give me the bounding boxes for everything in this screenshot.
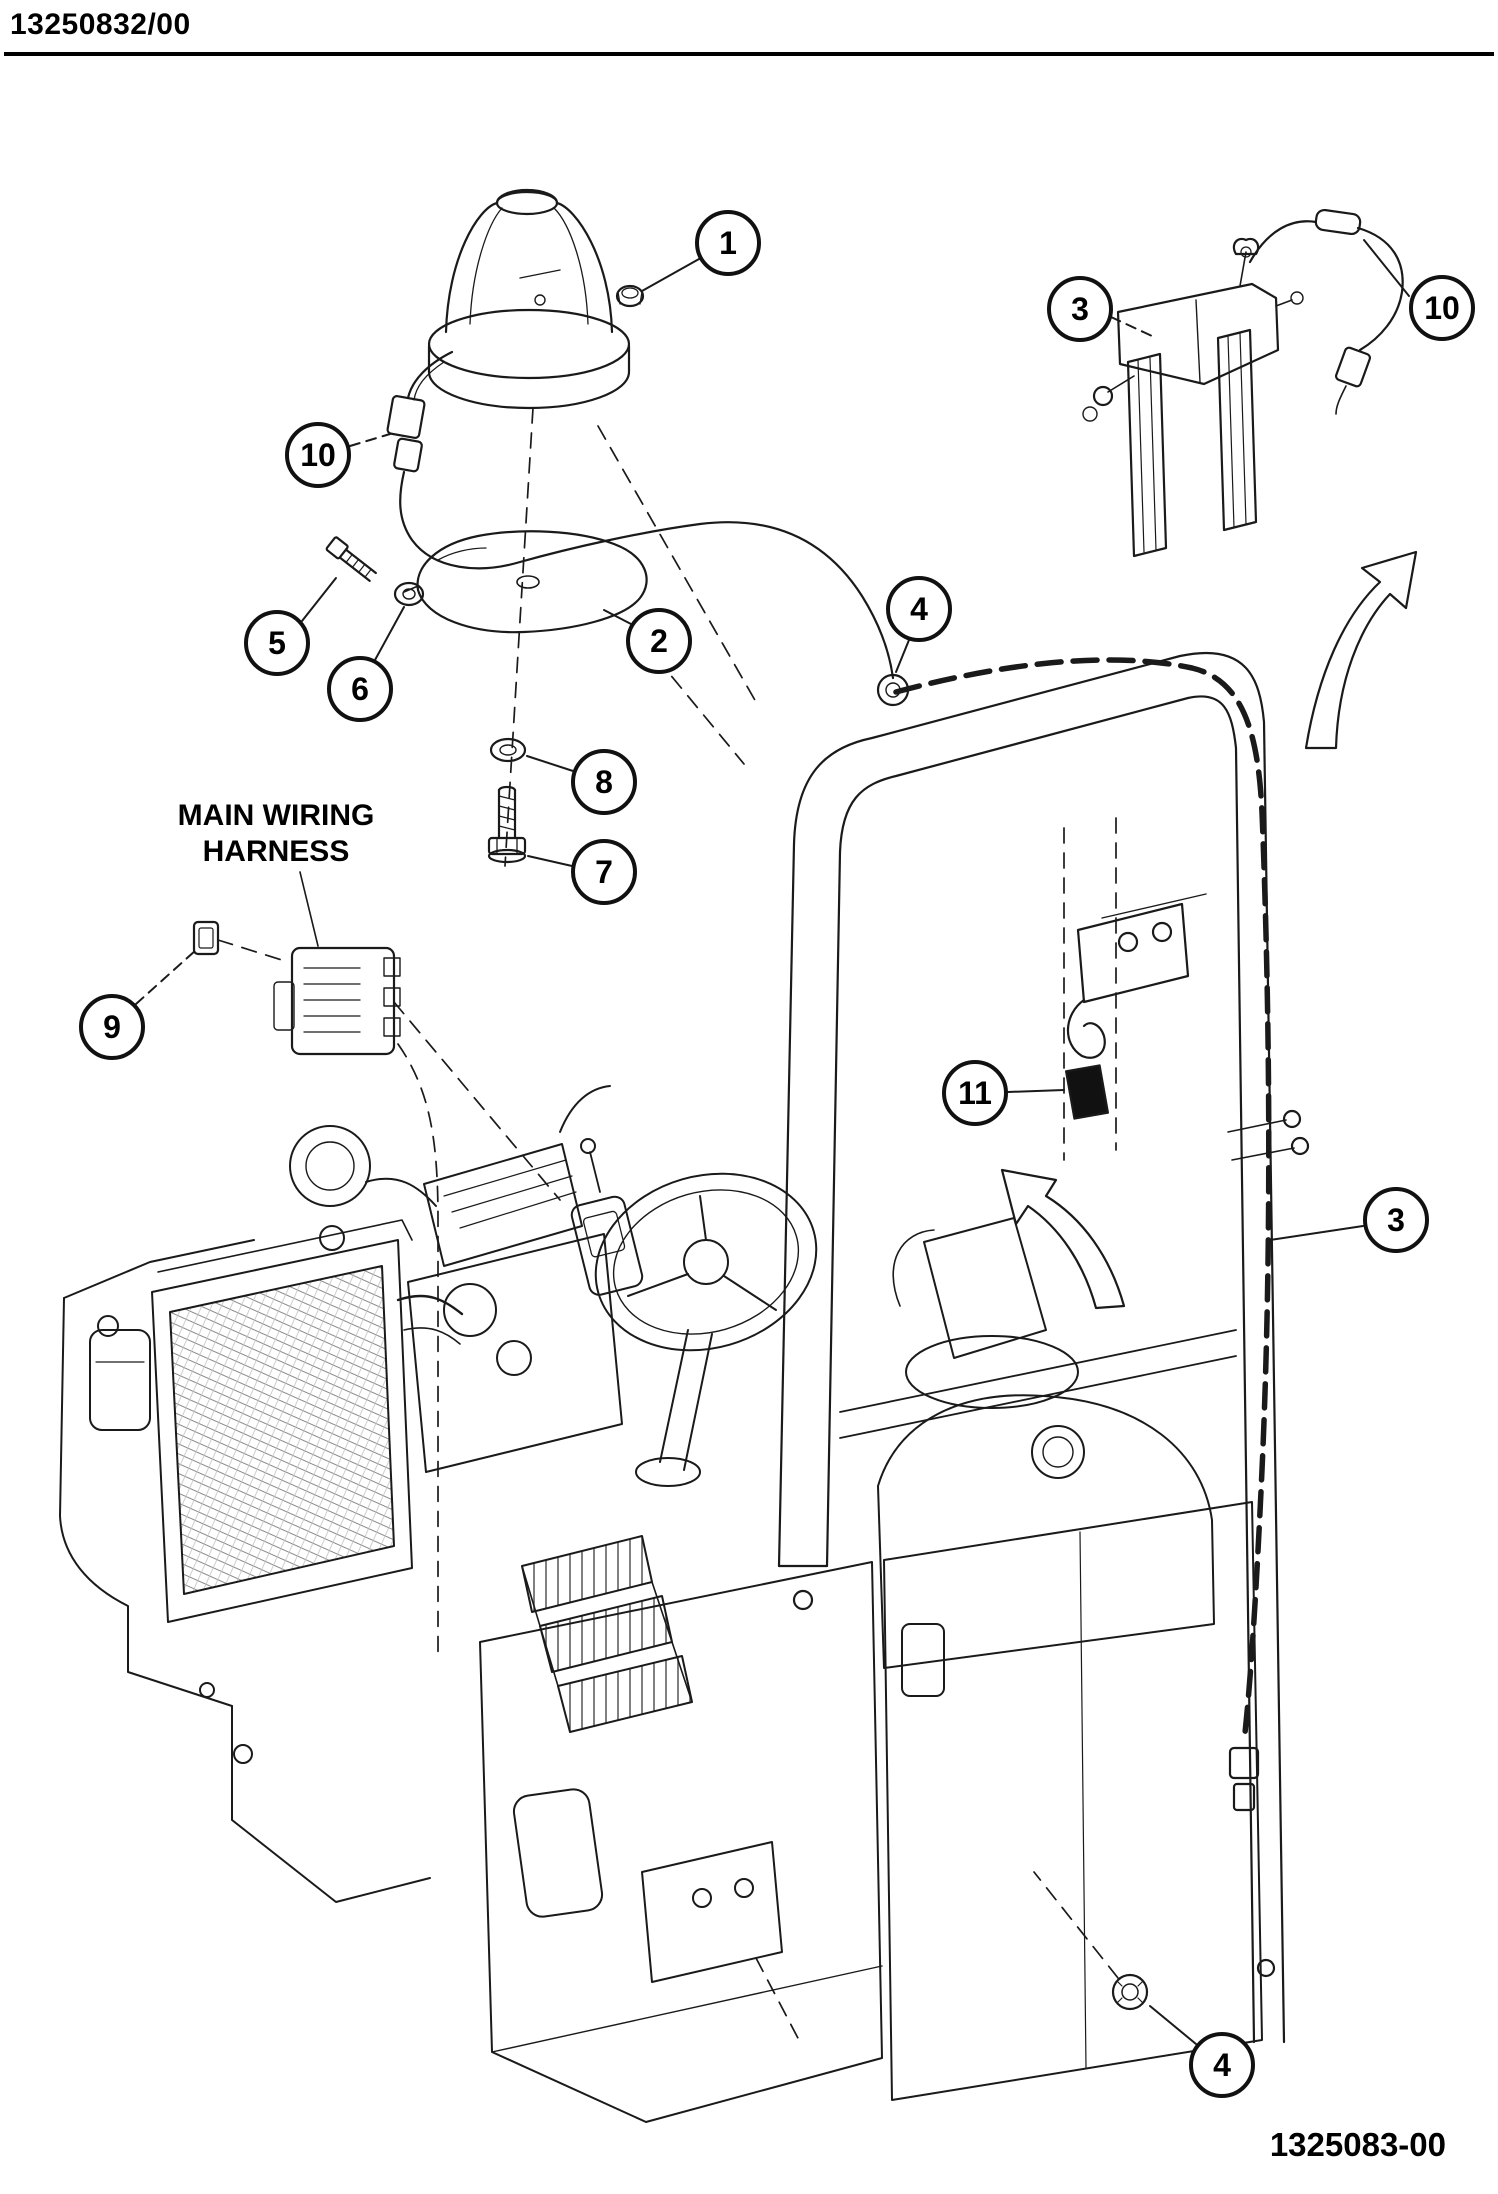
harness-end-connector-2 [1232,1782,1256,1812]
diagram-root [59,188,1418,2123]
washer-small [393,581,425,607]
cable-connector-lower [393,437,423,473]
front-lower-body [479,1561,883,2123]
callout-item-3-right: 3 [1363,1187,1429,1253]
harness-label-line1: MAIN WIRING [177,799,375,832]
harness-end-connector-1 [1228,1746,1260,1780]
wiring-harness-connector [273,871,401,1056]
callout-item-8: 8 [571,749,637,815]
steering-wheel [594,1172,818,1487]
cable-connector-upper [386,395,426,439]
bracket-cable [1248,208,1404,415]
machine-body [59,1085,1263,2123]
beacon-light [427,188,631,410]
right-lower-body [883,1501,1263,2101]
callout-item-6: 6 [327,656,393,722]
page-footer-code: 1325083-00 [1269,2126,1446,2163]
harness-label-line2: HARNESS [202,835,350,868]
callout-item-2: 2 [626,608,692,674]
callout-item-10-left: 10 [285,422,351,488]
callout-item-7: 7 [571,839,637,905]
fuse-holder [1314,208,1362,236]
grommet-lower [1111,1973,1149,2011]
inner-bracket [1066,893,1207,1059]
callout-item-10-right: 10 [1409,275,1475,341]
callout-item-5: 5 [244,610,310,676]
callout-item-1: 1 [695,210,761,276]
rear-fender [877,1394,1215,1669]
cable-end-connector [1334,346,1372,388]
seat [892,1217,1079,1409]
dashboard-pod [570,1138,644,1296]
bolt-small [325,536,377,582]
header-rule [4,52,1494,56]
main-harness-cable [893,657,1310,1812]
beacon-cable [386,350,895,680]
connector-item-9 [192,920,220,956]
direction-arrow [1000,1168,1126,1310]
engine [289,1085,623,1473]
overflow-tank [89,1315,151,1431]
callout-item-4-lower: 4 [1189,2032,1255,2098]
callout-item-4-upper: 4 [886,576,952,642]
rotate-up-arrow [1304,550,1418,750]
mounting-bolt [487,785,527,864]
rops-frame [777,651,1286,2044]
callout-item-11: 11 [942,1060,1008,1126]
leader-lines [135,239,1410,2045]
mounting-plate [403,530,648,634]
main-wiring-harness-label: MAIN WIRING HARNESS [156,798,396,870]
washer-large [489,737,527,763]
radiator [151,1219,413,1623]
item-11-marker [1064,1064,1110,1120]
mounting-bracket-assembly [1082,237,1304,558]
callout-item-9: 9 [79,994,145,1060]
steps [521,1535,693,1733]
mounting-nut [615,284,645,308]
page-header-code: 13250832/00 [10,8,191,41]
callout-item-3-upper: 3 [1047,276,1113,342]
